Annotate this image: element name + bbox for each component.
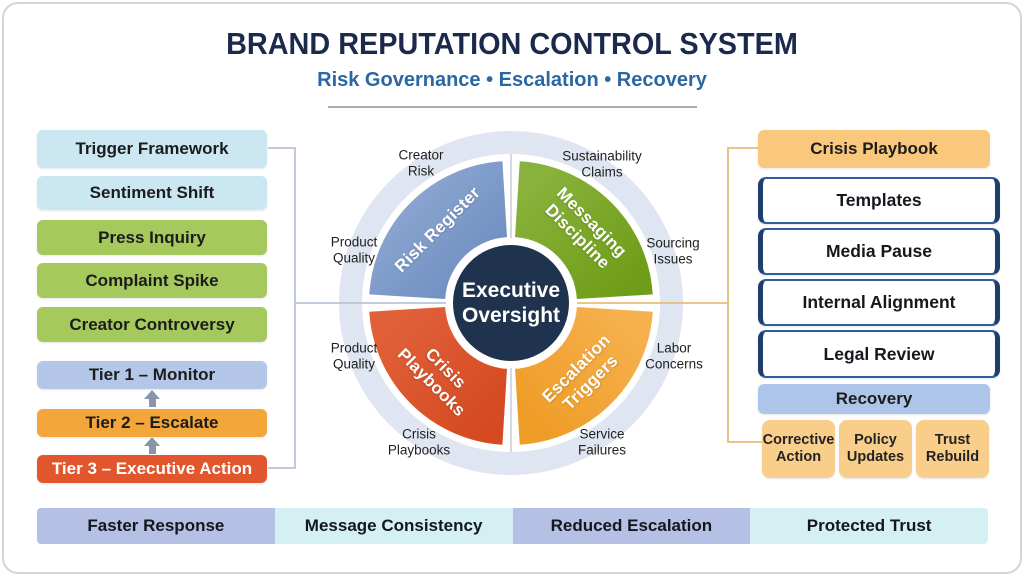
up-arrow-icon — [144, 437, 160, 454]
internal-alignment-box: Internal Alignment — [758, 279, 1000, 326]
sentiment-shift-box: Sentiment Shift — [37, 176, 267, 210]
quadrant-messaging-discipline — [513, 161, 653, 301]
page-title: BRAND REPUTATION CONTROL SYSTEM — [226, 26, 798, 61]
executive-oversight-line1: Executive — [461, 278, 561, 302]
trust-rebuild-box: Trust Rebuild — [916, 420, 989, 478]
up-arrow-head — [144, 390, 160, 399]
templates-box: Templates — [758, 177, 1000, 224]
complaint-spike-box: Complaint Spike — [37, 263, 267, 298]
wheel-label-sourcing-issues: Sourcing Issues — [646, 235, 700, 266]
up-arrow-stem — [148, 446, 156, 454]
wheel-label-product-quality-top: Product Quality — [330, 234, 378, 265]
benefit-faster-response: Faster Response — [37, 508, 275, 544]
media-pause-box: Media Pause — [758, 228, 1000, 275]
left-connector-line — [268, 147, 296, 469]
benefit-protected-trust: Protected Trust — [750, 508, 988, 544]
page-subtitle: Risk Governance • Escalation • Recovery — [317, 69, 707, 91]
corrective-action-box: Corrective Action — [762, 420, 835, 478]
benefit-message-consistency: Message Consistency — [274, 508, 513, 544]
quadrant-escalation-triggers — [513, 305, 653, 445]
benefit-reduced-escalation: Reduced Escalation — [512, 508, 751, 544]
hub-circle — [453, 245, 569, 361]
wheel-label-labor-concerns: Labor Concerns — [645, 340, 703, 371]
executive-oversight-label: Executive Oversight — [462, 278, 560, 328]
right-connector-line — [727, 147, 762, 443]
up-arrow-stem — [148, 399, 156, 407]
trigger-framework-box: Trigger Framework — [37, 130, 267, 168]
wheel-label-crisis-playbooks: Crisis Playbooks — [387, 426, 451, 457]
benefits-bar: Faster Response Message Consistency Redu… — [37, 508, 988, 544]
policy-updates-box: Policy Updates — [839, 420, 912, 478]
up-arrow-head — [144, 437, 160, 446]
legal-review-box: Legal Review — [758, 330, 1000, 378]
tier1-monitor-box: Tier 1 – Monitor — [37, 361, 267, 389]
up-arrow-icon — [144, 390, 160, 407]
tier3-executive-action-box: Tier 3 – Executive Action — [37, 455, 267, 483]
press-inquiry-box: Press Inquiry — [37, 220, 267, 255]
quadrant-crisis-playbooks — [369, 305, 509, 445]
wheel-label-product-quality-bottom: Product Quality — [330, 340, 378, 371]
creator-controversy-box: Creator Controversy — [37, 307, 267, 342]
tier2-escalate-box: Tier 2 – Escalate — [37, 409, 267, 437]
wheel-label-service-failures: Service Failures — [577, 426, 626, 457]
wheel-label-sustainability-claims: Sustainability Claims — [562, 148, 642, 179]
quadrant-risk-register — [369, 161, 509, 301]
crisis-playbook-header: Crisis Playbook — [758, 130, 990, 168]
executive-oversight-line2: Oversight — [461, 304, 561, 327]
wheel-label-creator-risk: Creator Risk — [398, 147, 444, 178]
header-divider — [328, 106, 697, 108]
recovery-header: Recovery — [758, 384, 990, 414]
